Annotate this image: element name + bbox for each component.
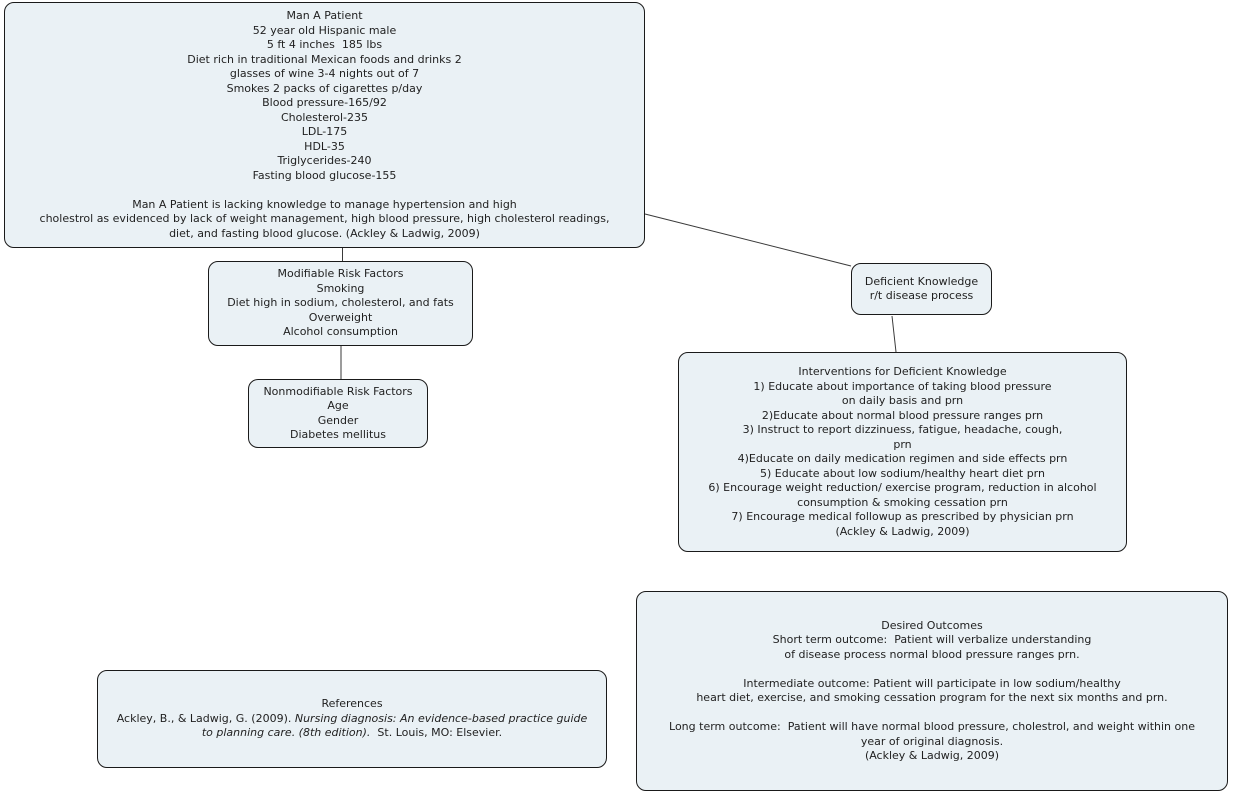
text-line: 3) Instruct to report dizzinuess, fatigu… [742,423,1063,436]
text-line: 52 year old Hispanic male [252,23,397,37]
text-line: glasses of wine 3-4 nights out of 7 [229,67,420,80]
text-line: Diabetes mellitus [290,428,386,441]
text-line: Fasting blood glucose-155 [252,168,397,182]
text-line: Age [327,399,349,412]
text-line: Overweight [308,310,373,324]
text-line: LDL-175 [301,125,348,138]
text-line: r/t disease process [869,289,974,302]
text-line: Diet rich in traditional Mexican foods a… [187,52,462,66]
citation-prefix: Ackley, B., & Ladwig, G. (2009). [116,711,295,725]
text-line [639,706,1225,721]
text-line: Long term outcome: Patient will have nor… [669,720,1195,733]
text-line: 1) Educate about importance of taking bl… [753,379,1052,393]
text-line: Cholesterol-235 [280,110,369,124]
text-line: (Ackley & Ladwig, 2009) [864,749,1000,762]
text-line: Smoking [316,281,365,295]
connector-deficient-knowledge-to-interventions [891,315,897,353]
text-line [7,183,642,198]
text-line: Triglycerides-240 [277,154,372,167]
text-line: Desired Outcomes [881,618,983,632]
references-citation: Ackley, B., & Ladwig, G. (2009). Nursing… [100,712,604,741]
text-line: Smokes 2 packs of cigarettes p/day [226,81,423,95]
text-line [639,662,1225,677]
text-line: Blood pressure-165/92 [262,96,387,109]
text-line: on daily basis and prn [841,394,964,407]
text-line: HDL-35 [304,139,345,153]
text-line: Deficient Knowledge [864,274,979,288]
citation-suffix: St. Louis, MO: Elsevier. [370,726,503,740]
text-line: 5) Educate about low sodium/healthy hear… [759,466,1045,480]
text-line: 4)Educate on daily medication regimen an… [737,452,1068,465]
text-line: Man A Patient is lacking knowledge to ma… [132,197,517,211]
text-line: Interventions for Deficient Knowledge [798,365,1007,378]
text-line: Modifiable Risk Factors [277,267,404,281]
references-title: References [321,697,383,711]
text-line: 6) Encourage weight reduction/ exercise … [708,481,1097,494]
text-line: Alcohol consumption [283,325,398,339]
text-line: of disease process normal blood pressure… [784,647,1080,661]
text-line: Nonmodifiable Risk Factors [263,384,413,398]
text-line: diet, and fasting blood glucose. (Ackley… [169,226,480,240]
text-line: consumption & smoking cessation prn [797,495,1008,509]
text-line: Man A Patient [286,9,363,22]
text-line: Short term outcome: Patient will verbali… [772,633,1092,646]
text-line: Intermediate outcome: Patient will parti… [743,676,1121,690]
connector-patient-to-deficient-knowledge [644,213,852,267]
text-line: heart diet, exercise, and smoking cessat… [696,691,1168,704]
text-line: cholestrol as evidenced by lack of weigh… [39,212,610,225]
text-line: year of original diagnosis. [860,734,1004,748]
text-line: Gender [317,413,359,427]
references-node: References Ackley, B., & Ladwig, G. (200… [97,670,607,768]
text-line: 2)Educate about normal blood pressure ra… [761,408,1044,422]
citation-italic-title: Nursing diagnosis: An evidence-based pra… [201,711,591,740]
text-line: Diet high in sodium, cholesterol, and fa… [227,296,454,310]
text-line: (Ackley & Ladwig, 2009) [835,524,970,538]
text-line: 5 ft 4 inches 185 lbs [266,38,383,51]
text-line: 7) Encourage medical followup as prescri… [731,510,1074,523]
text-line: prn [893,437,912,451]
